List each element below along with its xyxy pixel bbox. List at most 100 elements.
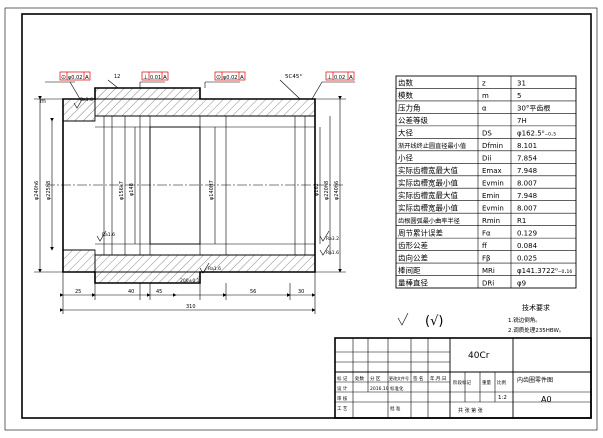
- param-name: 齿向公差: [398, 252, 428, 262]
- param-symbol: MRi: [482, 267, 495, 275]
- param-value: φ9: [517, 279, 526, 287]
- sheet-outer-border: [4, 7, 598, 431]
- tb-zone: 分 区: [370, 375, 381, 382]
- dim-l-45: 45: [156, 289, 162, 295]
- param-name: 压力角: [398, 103, 421, 113]
- tb-approve: 批 准: [390, 405, 401, 412]
- dim-l-40: 40: [128, 289, 134, 295]
- dim-l-25: 25: [75, 289, 81, 295]
- param-name: 大径: [398, 128, 413, 138]
- tf2-value: 0.01: [150, 75, 161, 81]
- sheet-inner-border: [21, 13, 592, 419]
- param-value: 31: [517, 80, 526, 88]
- title-material: 40Cr: [468, 351, 490, 361]
- label-roughness-e: Ra1.6: [208, 266, 221, 272]
- tf4-value: 0.02: [334, 75, 345, 81]
- param-value: 8.101: [517, 142, 537, 150]
- param-symbol: Fβ: [482, 254, 491, 262]
- dim-l-56: 56: [250, 289, 256, 295]
- title-part-name: 内齿圈零件图: [517, 376, 553, 384]
- param-name: 实际齿槽宽最小值: [398, 177, 458, 187]
- dim-d-bore-center: φ140H7: [209, 180, 215, 200]
- tb-sheets: 共 张 第 张: [458, 407, 483, 414]
- param-symbol: Fα: [482, 229, 491, 237]
- param-name: 公差等级: [398, 115, 428, 125]
- param-symbol: Evmin: [482, 179, 504, 187]
- param-name: 模数: [398, 90, 413, 100]
- tech-req-item-1: 1.锐边倒角。: [508, 316, 541, 324]
- tb-ratio: 比例: [497, 379, 506, 386]
- param-symbol: m: [482, 92, 489, 100]
- dim-d-bore-a: φ156k7: [119, 181, 125, 200]
- param-value: 7H: [517, 117, 527, 125]
- param-name: 周节累计误差: [398, 227, 443, 237]
- hatch-left-bottom: [62, 249, 96, 273]
- param-name: 渐开线终止圆直径最小值: [398, 142, 466, 150]
- tolerance-frame-4: ⊥ 0.02 A: [325, 71, 355, 81]
- tb-mark: 标 记: [337, 375, 348, 382]
- tech-req-title: 技术要求: [522, 303, 550, 312]
- tf1-symbol: ⊙: [61, 74, 66, 81]
- tb-change-doc: 更改文件号: [389, 375, 409, 381]
- dim-l-total: 310: [186, 304, 196, 310]
- tf1-datum: A: [85, 75, 89, 81]
- dim-d-bore-b: φ148: [129, 183, 135, 196]
- tf4-datum: A: [349, 75, 353, 81]
- label-roughness-a: Ra1.6: [80, 97, 93, 103]
- tf2-datum: A: [163, 75, 167, 81]
- dim-d-outer-left: φ240h6: [34, 181, 40, 200]
- param-symbol: Emin: [482, 192, 500, 200]
- tb-design: 设 计: [337, 385, 348, 392]
- tolerance-frame-3: ⊙ φ0.02 A: [214, 71, 246, 81]
- param-symbol: Dfmin: [482, 142, 503, 150]
- dim-d-right-b: φ220h8: [324, 181, 330, 200]
- param-symbol: ff: [482, 242, 487, 250]
- label-chamfer: 5C45°: [285, 74, 302, 80]
- tb-review: 审 核: [337, 395, 348, 402]
- hatch-body-top: [94, 98, 316, 117]
- dim-d-inner-left: φ225h8: [46, 181, 52, 200]
- param-name: 齿数: [398, 78, 413, 88]
- dim-l-30: 30: [298, 289, 304, 295]
- tb-count: 处数: [355, 375, 364, 382]
- param-symbol: DRi: [482, 279, 494, 287]
- tf3-symbol: ⊙: [216, 74, 221, 81]
- label-roughness-c: Ra3.2: [326, 236, 339, 242]
- param-value: 8.007: [517, 204, 537, 212]
- param-value: 8.007: [517, 179, 537, 187]
- param-name: 量棒直径: [398, 277, 428, 287]
- hatch-step-top: [94, 87, 201, 100]
- param-value: 5: [517, 92, 521, 100]
- roughness-note: (√): [397, 312, 443, 329]
- label-roughness-d: Ra1.6: [326, 250, 339, 256]
- param-name: 实际齿槽宽最大值: [398, 165, 458, 175]
- param-name: 小径: [398, 153, 413, 163]
- param-value: 0.084: [517, 242, 538, 250]
- param-symbol: Emax: [482, 167, 502, 175]
- tb-sign: 签 名: [413, 375, 423, 382]
- tb-standard: 标准化: [390, 385, 404, 392]
- dim-d-right-a: φ162: [314, 183, 320, 196]
- label-roughness-b: Ra1.6: [102, 232, 115, 238]
- param-name: 齿根圆弧最小曲率半径: [398, 217, 460, 225]
- param-name: 齿形公差: [398, 240, 428, 250]
- dim-d-right-c: φ240h6: [334, 181, 340, 200]
- tb-process: 工 艺: [337, 406, 348, 412]
- param-value: φ162.5⁰₋₀.₅: [517, 130, 556, 138]
- label-leader-m: m: [40, 98, 46, 105]
- param-symbol: α: [482, 105, 487, 113]
- tf3-datum: A: [240, 75, 244, 81]
- param-value: 7.948: [517, 192, 537, 200]
- param-value: 0.025: [517, 254, 537, 262]
- tf3-value: φ0.02: [223, 75, 237, 81]
- roughness-note-text: (√): [425, 314, 443, 329]
- param-value: R1: [517, 217, 526, 225]
- param-value: 30°平齿根: [517, 104, 550, 113]
- param-value: 7.948: [517, 167, 537, 175]
- tb-weight: 重量: [482, 379, 491, 386]
- param-symbol: Dii: [482, 155, 491, 163]
- tf2-symbol: ⊥: [143, 74, 148, 81]
- tb-stage-mark: 阶段标记: [453, 379, 471, 386]
